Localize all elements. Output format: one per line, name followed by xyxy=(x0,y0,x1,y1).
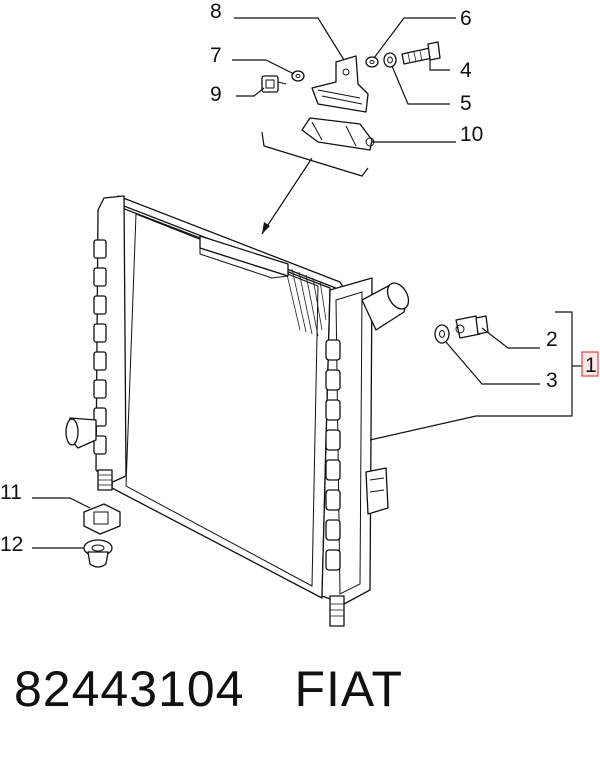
part-caption: 82443104 FIAT xyxy=(14,660,594,730)
callout-9: 9 xyxy=(210,83,222,106)
left-tank xyxy=(65,195,127,491)
core-fins xyxy=(284,265,327,337)
part-9-clip xyxy=(261,75,287,93)
sensor-parts xyxy=(434,315,489,344)
callout-11: 11 xyxy=(0,481,22,504)
callout-1: 1 xyxy=(585,354,597,377)
part-8-bracket xyxy=(311,55,369,113)
part-7-washer xyxy=(291,70,305,82)
callout-8: 8 xyxy=(210,0,222,23)
part-2-sensor xyxy=(455,315,489,339)
part-5-washer xyxy=(383,52,397,68)
part-3-washer xyxy=(434,324,450,344)
radiator-exploded-diagram: 8 6 7 4 9 5 10 2 1 3 11 12 xyxy=(0,0,599,627)
callout-2: 2 xyxy=(546,328,558,351)
part-6-washer xyxy=(365,56,379,68)
callout-4: 4 xyxy=(460,59,472,82)
brand-name: FIAT xyxy=(294,661,404,717)
callout-6: 6 xyxy=(460,7,472,30)
callout-7: 7 xyxy=(210,44,222,67)
part-10-bracket xyxy=(301,117,375,151)
callout-10: 10 xyxy=(460,123,483,146)
part-4-bolt xyxy=(401,41,441,65)
lower-left-parts xyxy=(83,503,121,568)
radiator-assembly xyxy=(65,195,410,627)
upper-bracket-parts xyxy=(261,41,441,235)
part-11-bracket xyxy=(83,503,121,535)
callout-1-highlight xyxy=(581,351,599,377)
callout-3: 3 xyxy=(546,369,558,392)
callout-12: 12 xyxy=(0,533,23,556)
part-number: 82443104 xyxy=(14,661,245,717)
leader-lines xyxy=(32,17,582,549)
right-tank xyxy=(321,277,410,627)
part-12-grommet xyxy=(83,539,113,568)
callout-5: 5 xyxy=(460,92,472,115)
callout-labels: 8 6 7 4 9 5 10 2 1 3 11 12 xyxy=(0,0,597,556)
